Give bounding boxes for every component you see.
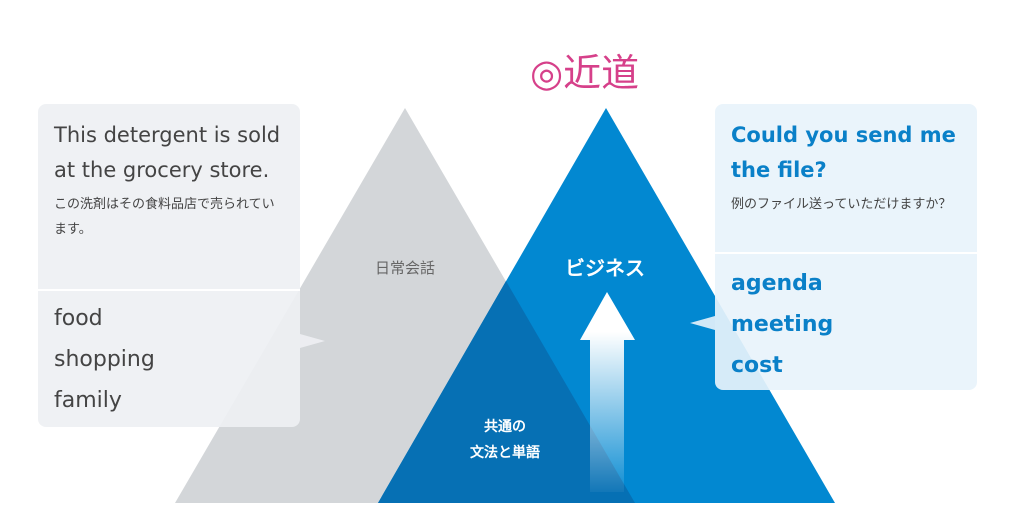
left-box-pointer	[300, 334, 325, 348]
business-translation: 例のファイル送っていただけますか？	[731, 197, 952, 212]
business-label: ビジネス	[565, 256, 645, 280]
right-box-pointer	[690, 316, 715, 330]
common-label-line1: 共通の	[484, 419, 526, 435]
common-label: 共通の 文法と単語	[440, 414, 570, 466]
everyday-example-box: This detergent is sold at the grocery st…	[38, 104, 300, 427]
business-example-box: Could you send me the file? 例のファイル送っていただ…	[715, 104, 977, 390]
word-item: shopping	[54, 347, 155, 372]
title: ◎近道	[530, 42, 639, 97]
double-circle-icon: ◎	[530, 51, 564, 95]
word-item: family	[54, 388, 122, 413]
common-label-line2: 文法と単語	[470, 445, 540, 461]
word-item: cost	[731, 353, 783, 378]
everyday-label: 日常会話	[374, 259, 435, 277]
business-sentence: Could you send me the file?	[731, 123, 956, 182]
up-arrow-icon	[580, 292, 635, 492]
common-overlap-triangle	[378, 281, 635, 503]
word-item: meeting	[731, 312, 834, 337]
everyday-translation: この洗剤はその食料品店で売られています。	[54, 197, 275, 237]
title-text: 近道	[563, 51, 640, 95]
word-item: food	[54, 306, 103, 331]
everyday-sentence: This detergent is sold at the grocery st…	[54, 123, 281, 182]
word-item: agenda	[731, 271, 823, 296]
